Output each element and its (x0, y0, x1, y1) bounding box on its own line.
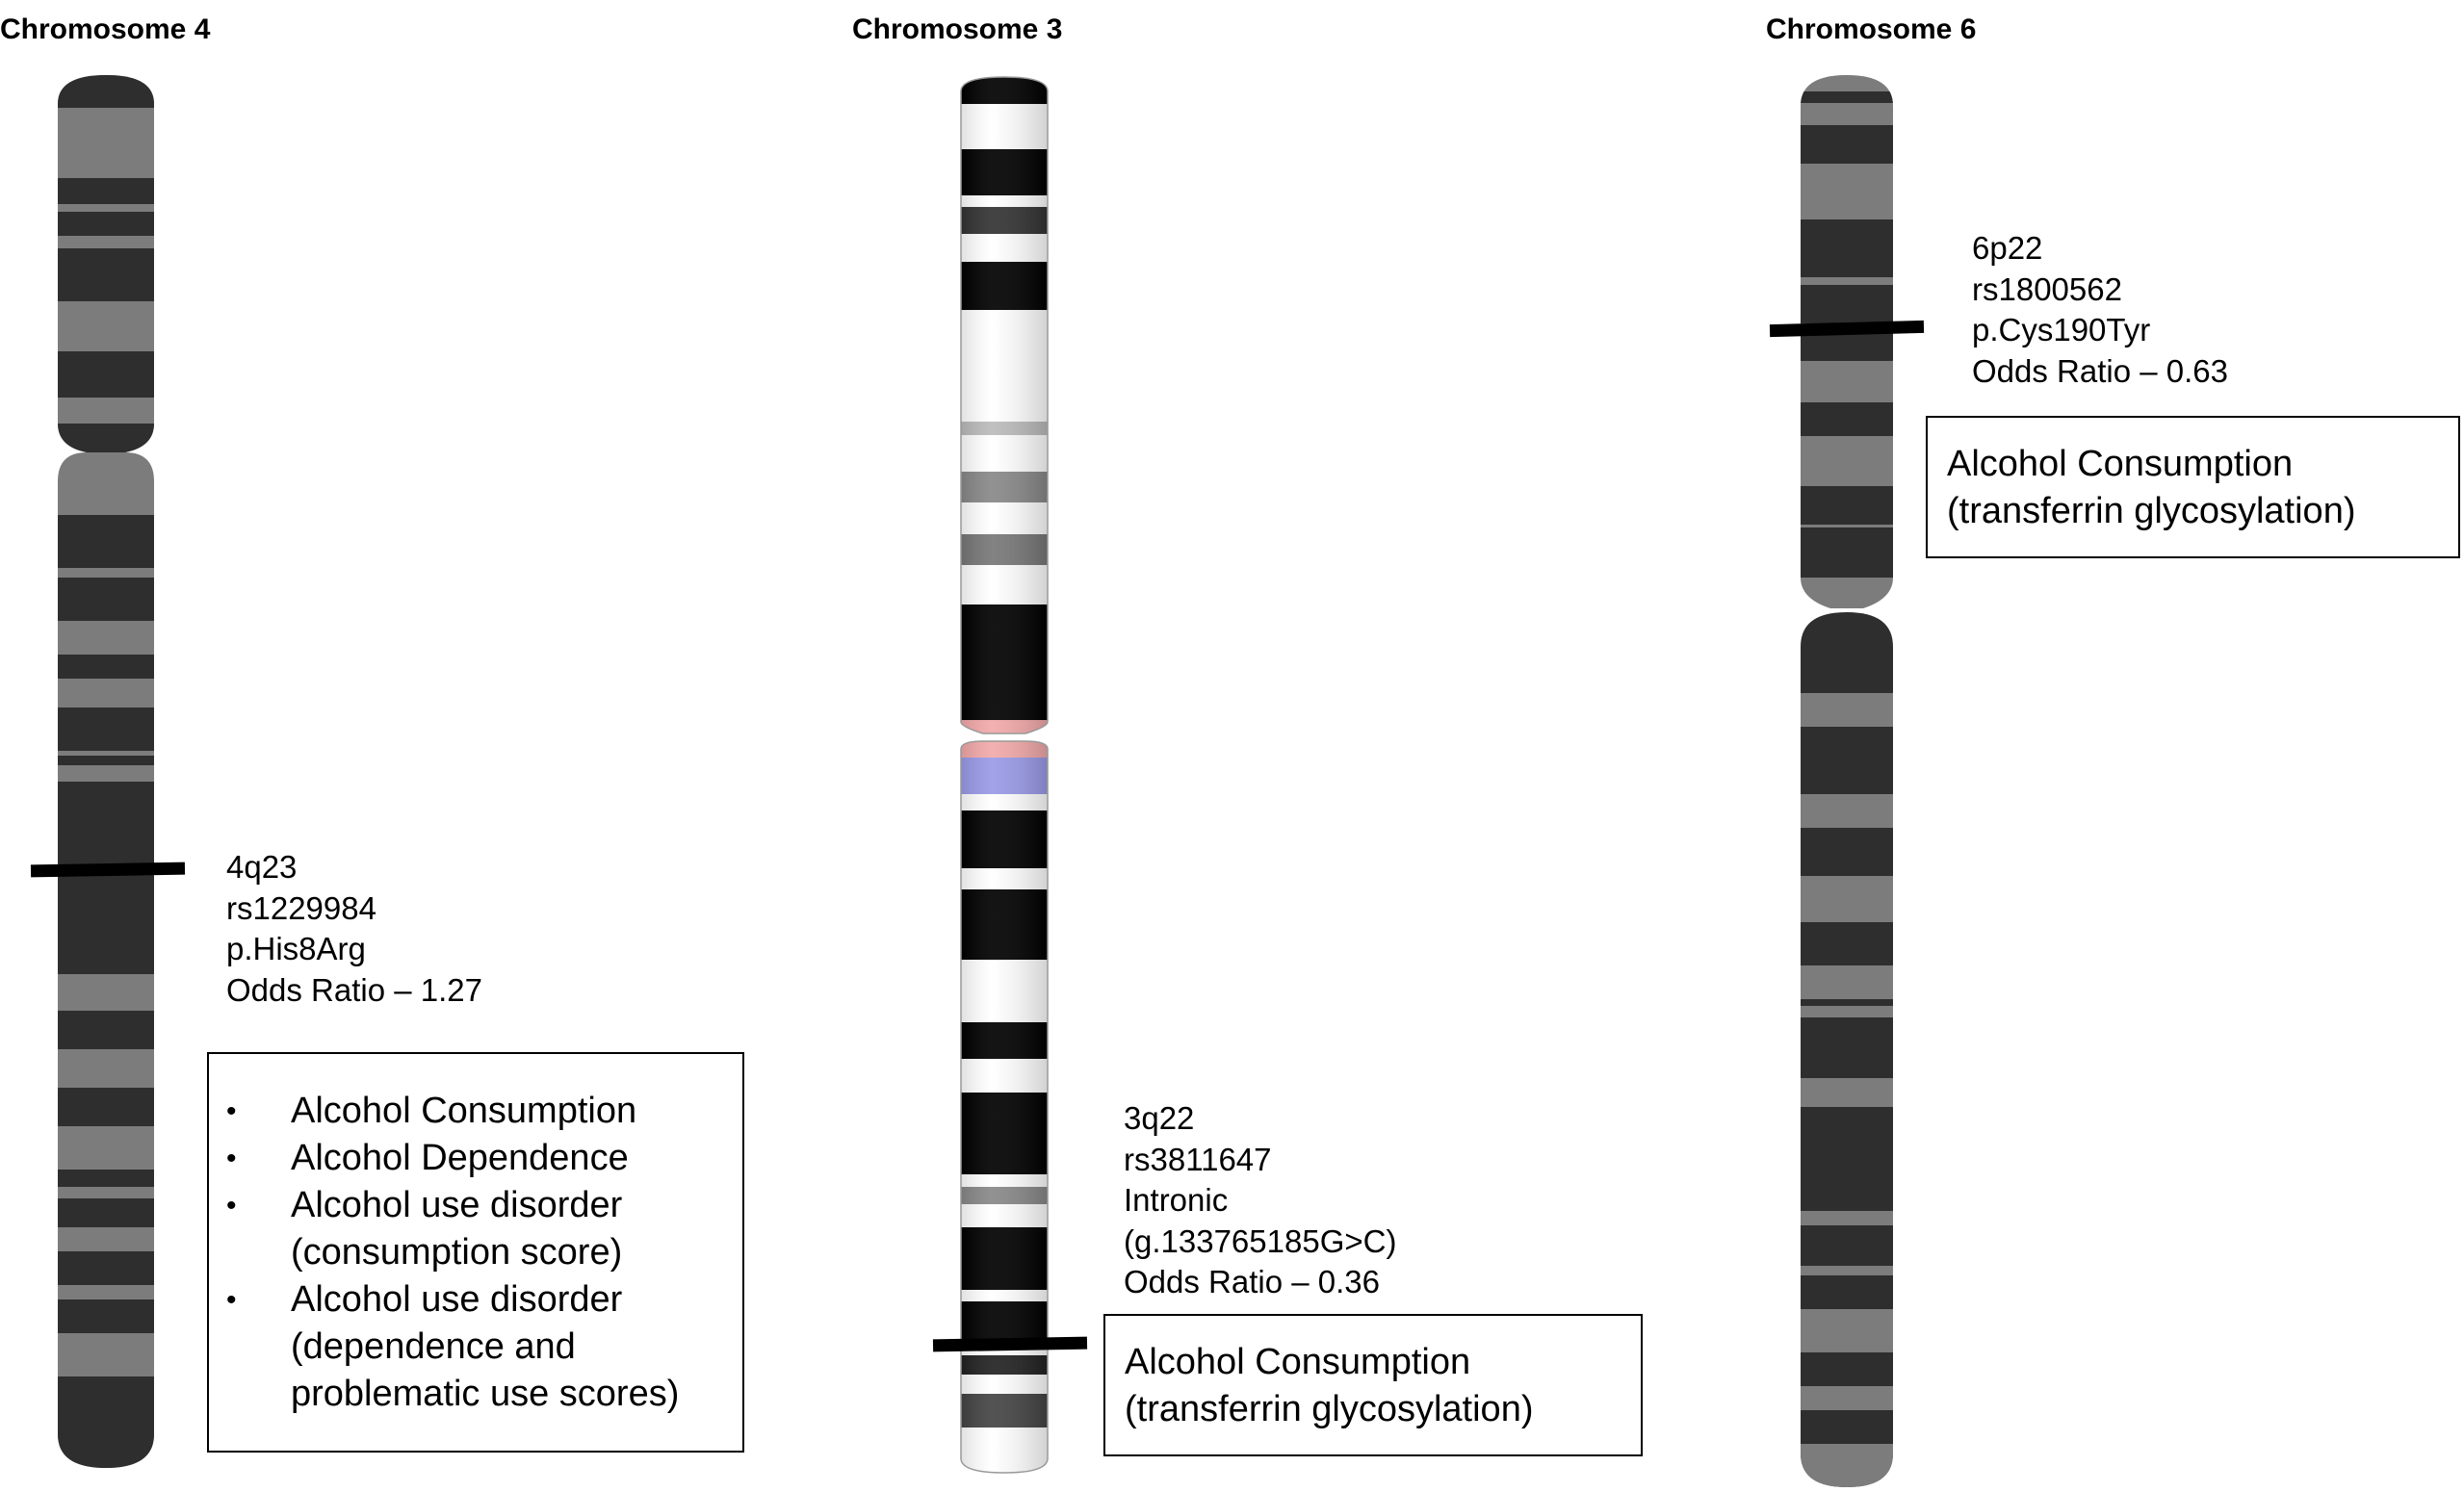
locus-variant: p.Cys190Tyr (1972, 312, 2151, 347)
locus-rsid: rs1800562 (1972, 270, 2122, 307)
chromosome-4-ideogram (30, 75, 186, 1468)
phenotype-line: (transferrin glycosylation) (1125, 1389, 1534, 1429)
locus-rsid: rs3811647 (1124, 1141, 1272, 1177)
phenotype-list: •Alcohol Consumption •Alcohol Dependence… (209, 1088, 733, 1418)
chromosome-4-title: Chromosome 4 (0, 13, 211, 45)
chromosome-3-phenotype-box: Alcohol Consumption (transferrin glycosy… (1103, 1314, 1643, 1456)
chromosome-4-locus-marker (30, 862, 186, 878)
phenotype-line: (transferrin glycosylation) (1947, 491, 2356, 531)
chromosome-3-locus-info: 3q22 rs3811647 Intronic (g.133765185G>C)… (1124, 1098, 1396, 1303)
chromosome-6-short-arm (1801, 75, 1893, 608)
locus-odds-ratio: Odds Ratio – 0.36 (1124, 1264, 1380, 1299)
chromosome-3-title: Chromosome 3 (852, 13, 1063, 45)
list-item: •Alcohol use disorder (consumption score… (226, 1185, 623, 1273)
chromosome-6-ideogram (1769, 75, 1925, 1487)
chromosome-6-locus-info: 6p22 rs1800562 p.Cys190Tyr Odds Ratio – … (1972, 228, 2228, 392)
locus-odds-ratio: Odds Ratio – 1.27 (226, 971, 482, 1008)
locus-band: 4q23 (226, 849, 298, 885)
locus-variant: p.His8Arg (226, 931, 366, 966)
chromosome-4-long-arm (58, 452, 154, 1468)
chromosome-6-title: Chromosome 6 (1766, 13, 1977, 45)
locus-rsid: rs1229984 (226, 889, 376, 926)
chromosome-6-locus-marker (1769, 320, 1925, 338)
phenotype-line: Alcohol Consumption (1947, 444, 2294, 484)
locus-variant: Intronic (1124, 1182, 1229, 1218)
locus-odds-ratio: Odds Ratio – 0.63 (1972, 352, 2228, 389)
chromosome-3-ideogram (932, 76, 1088, 1474)
chromosome-6-long-arm (1801, 612, 1893, 1487)
chromosome-6-phenotype-box: Alcohol Consumption (transferrin glycosy… (1926, 416, 2460, 558)
chromosome-4-short-arm (58, 75, 154, 452)
list-item: •Alcohol Dependence (226, 1138, 629, 1178)
list-item: •Alcohol Consumption (226, 1091, 637, 1131)
list-item: •Alcohol use disorder (dependence and pr… (226, 1279, 680, 1414)
chromosome-4-locus-info: 4q23 rs1229984 p.His8Arg Odds Ratio – 1.… (226, 847, 482, 1011)
locus-band: 3q22 (1124, 1100, 1195, 1136)
locus-genomic-position: (g.133765185G>C) (1124, 1222, 1397, 1259)
locus-band: 6p22 (1972, 230, 2043, 266)
phenotype-line: Alcohol Consumption (1125, 1342, 1471, 1382)
chromosome-4-phenotype-box: •Alcohol Consumption •Alcohol Dependence… (207, 1052, 744, 1453)
chromosome-3-locus-marker (932, 1336, 1088, 1352)
